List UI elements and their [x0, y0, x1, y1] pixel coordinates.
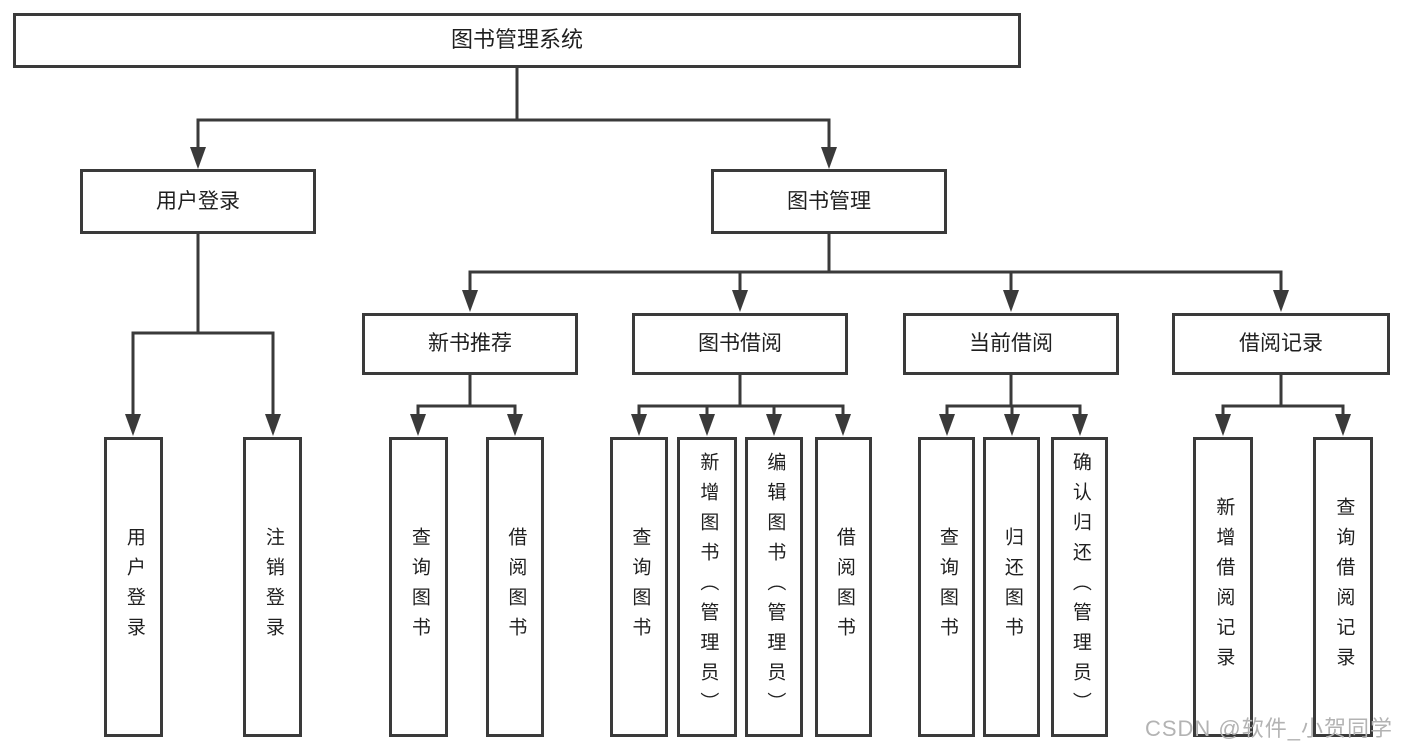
arrowhead-current-return-books — [1004, 414, 1020, 436]
arrowhead-borrow-query-books — [631, 414, 647, 436]
leaf-recommend-borrow-books: 借阅图书 — [486, 437, 544, 737]
node-book-borrow: 图书借阅 — [632, 313, 848, 375]
connector-borrow-records-children — [1221, 373, 1345, 423]
leaf-current-query-books: 查询图书 — [918, 437, 975, 737]
arrowhead-user-login — [190, 147, 206, 169]
leaf-logout: 注销登录 — [243, 437, 302, 737]
leaf-records-query-record: 查询借阅记录 — [1313, 437, 1373, 737]
arrowhead-current-query-books — [939, 414, 955, 436]
leaf-user-login: 用户登录 — [104, 437, 163, 737]
connector-book-management-children — [468, 231, 1283, 298]
leaf-records-add-record: 新增借阅记录 — [1193, 437, 1253, 737]
arrowhead-current-confirm-return — [1072, 414, 1088, 436]
arrowhead-borrow-borrow-books — [835, 414, 851, 436]
connector-root-to-level2 — [196, 66, 831, 152]
arrowhead-book-management — [821, 147, 837, 169]
leaf-current-confirm-return-admin: 确认归还（管理员） — [1051, 437, 1108, 737]
arrowhead-borrow-edit-books — [766, 414, 782, 436]
leaf-borrow-edit-books-admin: 编辑图书（管理员） — [745, 437, 803, 737]
leaf-borrow-add-books-admin: 新增图书（管理员） — [677, 437, 737, 737]
node-current-borrow: 当前借阅 — [903, 313, 1119, 375]
arrowhead-leaf-user-login — [125, 414, 141, 436]
connector-user-login-children — [131, 231, 275, 421]
arrowhead-borrow-add-books — [699, 414, 715, 436]
leaf-borrow-query-books: 查询图书 — [610, 437, 668, 737]
connector-new-book-recommend-children — [416, 373, 517, 423]
leaf-borrow-borrow-books: 借阅图书 — [815, 437, 872, 737]
node-library-management-system: 图书管理系统 — [13, 13, 1021, 68]
watermark: CSDN @软件_小贺同学 — [1144, 716, 1393, 741]
arrowhead-leaf-logout — [265, 414, 281, 436]
arrowhead-book-borrow — [732, 290, 748, 312]
node-user-login: 用户登录 — [80, 169, 316, 234]
arrowhead-current-borrow — [1003, 290, 1019, 312]
leaf-recommend-query-books: 查询图书 — [389, 437, 448, 737]
arrowhead-new-book-recommend — [462, 290, 478, 312]
node-book-management: 图书管理 — [711, 169, 947, 234]
arrowhead-records-add-record — [1215, 414, 1231, 436]
leaf-current-return-books: 归还图书 — [983, 437, 1040, 737]
connector-book-borrow-children — [637, 373, 845, 423]
connector-current-borrow-children — [945, 373, 1082, 423]
node-borrow-records: 借阅记录 — [1172, 313, 1390, 375]
arrowhead-recommend-query-books — [410, 414, 426, 436]
arrowhead-borrow-records — [1273, 290, 1289, 312]
node-new-book-recommend: 新书推荐 — [362, 313, 578, 375]
arrowhead-recommend-borrow-books — [507, 414, 523, 436]
arrowhead-records-query-record — [1335, 414, 1351, 436]
